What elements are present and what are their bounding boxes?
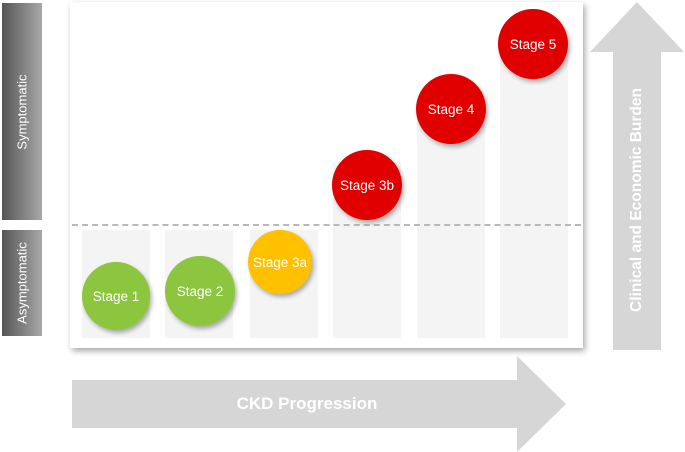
stage-2-label: Stage 2	[176, 283, 224, 299]
burden-label: Clinical and Economic Burden	[628, 88, 645, 312]
stage-3a-circle: Stage 3a	[248, 230, 312, 294]
stage-5-circle: Stage 5	[498, 9, 568, 79]
stage-5-label: Stage 5	[509, 36, 557, 52]
stage-1-label: Stage 1	[92, 288, 140, 304]
stage-2-circle: Stage 2	[165, 256, 235, 326]
symptomatic-label: Symptomatic	[2, 3, 42, 220]
diagram-panel: Stage 1 Stage 2 Stage 3a Stage 3b Stage …	[70, 2, 583, 348]
asymptomatic-label: Asymptomatic	[2, 230, 42, 336]
stage-3a-label: Stage 3a	[252, 254, 308, 270]
ckd-progression-label: CKD Progression	[236, 394, 378, 413]
stage-column-6	[500, 40, 568, 338]
stage-3b-label: Stage 3b	[339, 177, 395, 193]
stage-3b-circle: Stage 3b	[332, 150, 402, 220]
stage-1-circle: Stage 1	[82, 262, 150, 330]
symptom-threshold-line	[72, 224, 581, 226]
stage-4-circle: Stage 4	[416, 74, 486, 144]
stage-4-label: Stage 4	[427, 101, 475, 117]
